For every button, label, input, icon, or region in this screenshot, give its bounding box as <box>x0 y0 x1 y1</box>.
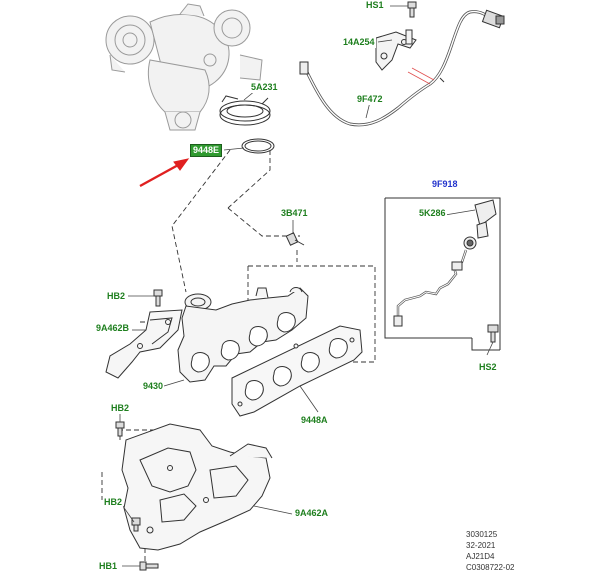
bolt-hb1 <box>139 561 159 571</box>
clamp-5a231 <box>219 95 271 126</box>
exhaust-manifold-9430 <box>177 287 309 383</box>
callout-14a254: 14A254 <box>342 37 376 48</box>
reference-line-2: 32-2021 <box>466 541 496 550</box>
heat-shield-9a462b <box>105 309 183 379</box>
callout-3b471: 3B471 <box>280 208 309 219</box>
callout-hb2-middle: HB2 <box>110 403 131 414</box>
callout-hs1: HS1 <box>365 0 385 11</box>
heat-shield-9a462a <box>121 423 273 551</box>
callout-9a462b: 9A462B <box>95 323 131 334</box>
callout-hs2: HS2 <box>478 362 498 373</box>
callout-9430: 9430 <box>142 381 165 392</box>
gasket-ring-9448e <box>241 138 275 154</box>
callout-hb2-lower: HB2 <box>103 497 124 508</box>
stud-3b471 <box>285 232 305 246</box>
turbocharger <box>105 3 263 131</box>
callout-hb1: HB1 <box>98 561 119 572</box>
reference-line-3: AJ21D4 <box>466 552 495 561</box>
group-box-9f918 <box>384 197 501 351</box>
callout-9f918: 9F918 <box>431 179 459 190</box>
callout-5a231: 5A231 <box>250 82 279 93</box>
bolt-hs2 <box>487 324 499 343</box>
red-pointer-arrow <box>139 158 190 188</box>
leader-lines <box>119 5 494 567</box>
bolt-hs1 <box>407 1 417 18</box>
callout-9f472: 9F472 <box>356 94 384 105</box>
reference-line-1: 3030125 <box>466 530 498 539</box>
bolt-hb2-middle <box>115 421 125 437</box>
reference-line-4: C0308722-02 <box>466 563 515 572</box>
callout-9448e: 9448E <box>190 144 223 157</box>
manifold-gasket-9448a <box>231 325 363 417</box>
callout-5k286: 5K286 <box>418 208 447 219</box>
sensor-5k286 <box>393 199 497 327</box>
bolt-hb2-lower <box>131 517 141 532</box>
callout-9a462a: 9A462A <box>294 508 330 519</box>
callout-9448a: 9448A <box>300 415 329 426</box>
bracket-14a254 <box>375 29 417 71</box>
sensor-harness-9f472 <box>299 9 505 127</box>
callout-hb2-upper: HB2 <box>106 291 127 302</box>
bolt-hb2-upper <box>153 289 163 307</box>
